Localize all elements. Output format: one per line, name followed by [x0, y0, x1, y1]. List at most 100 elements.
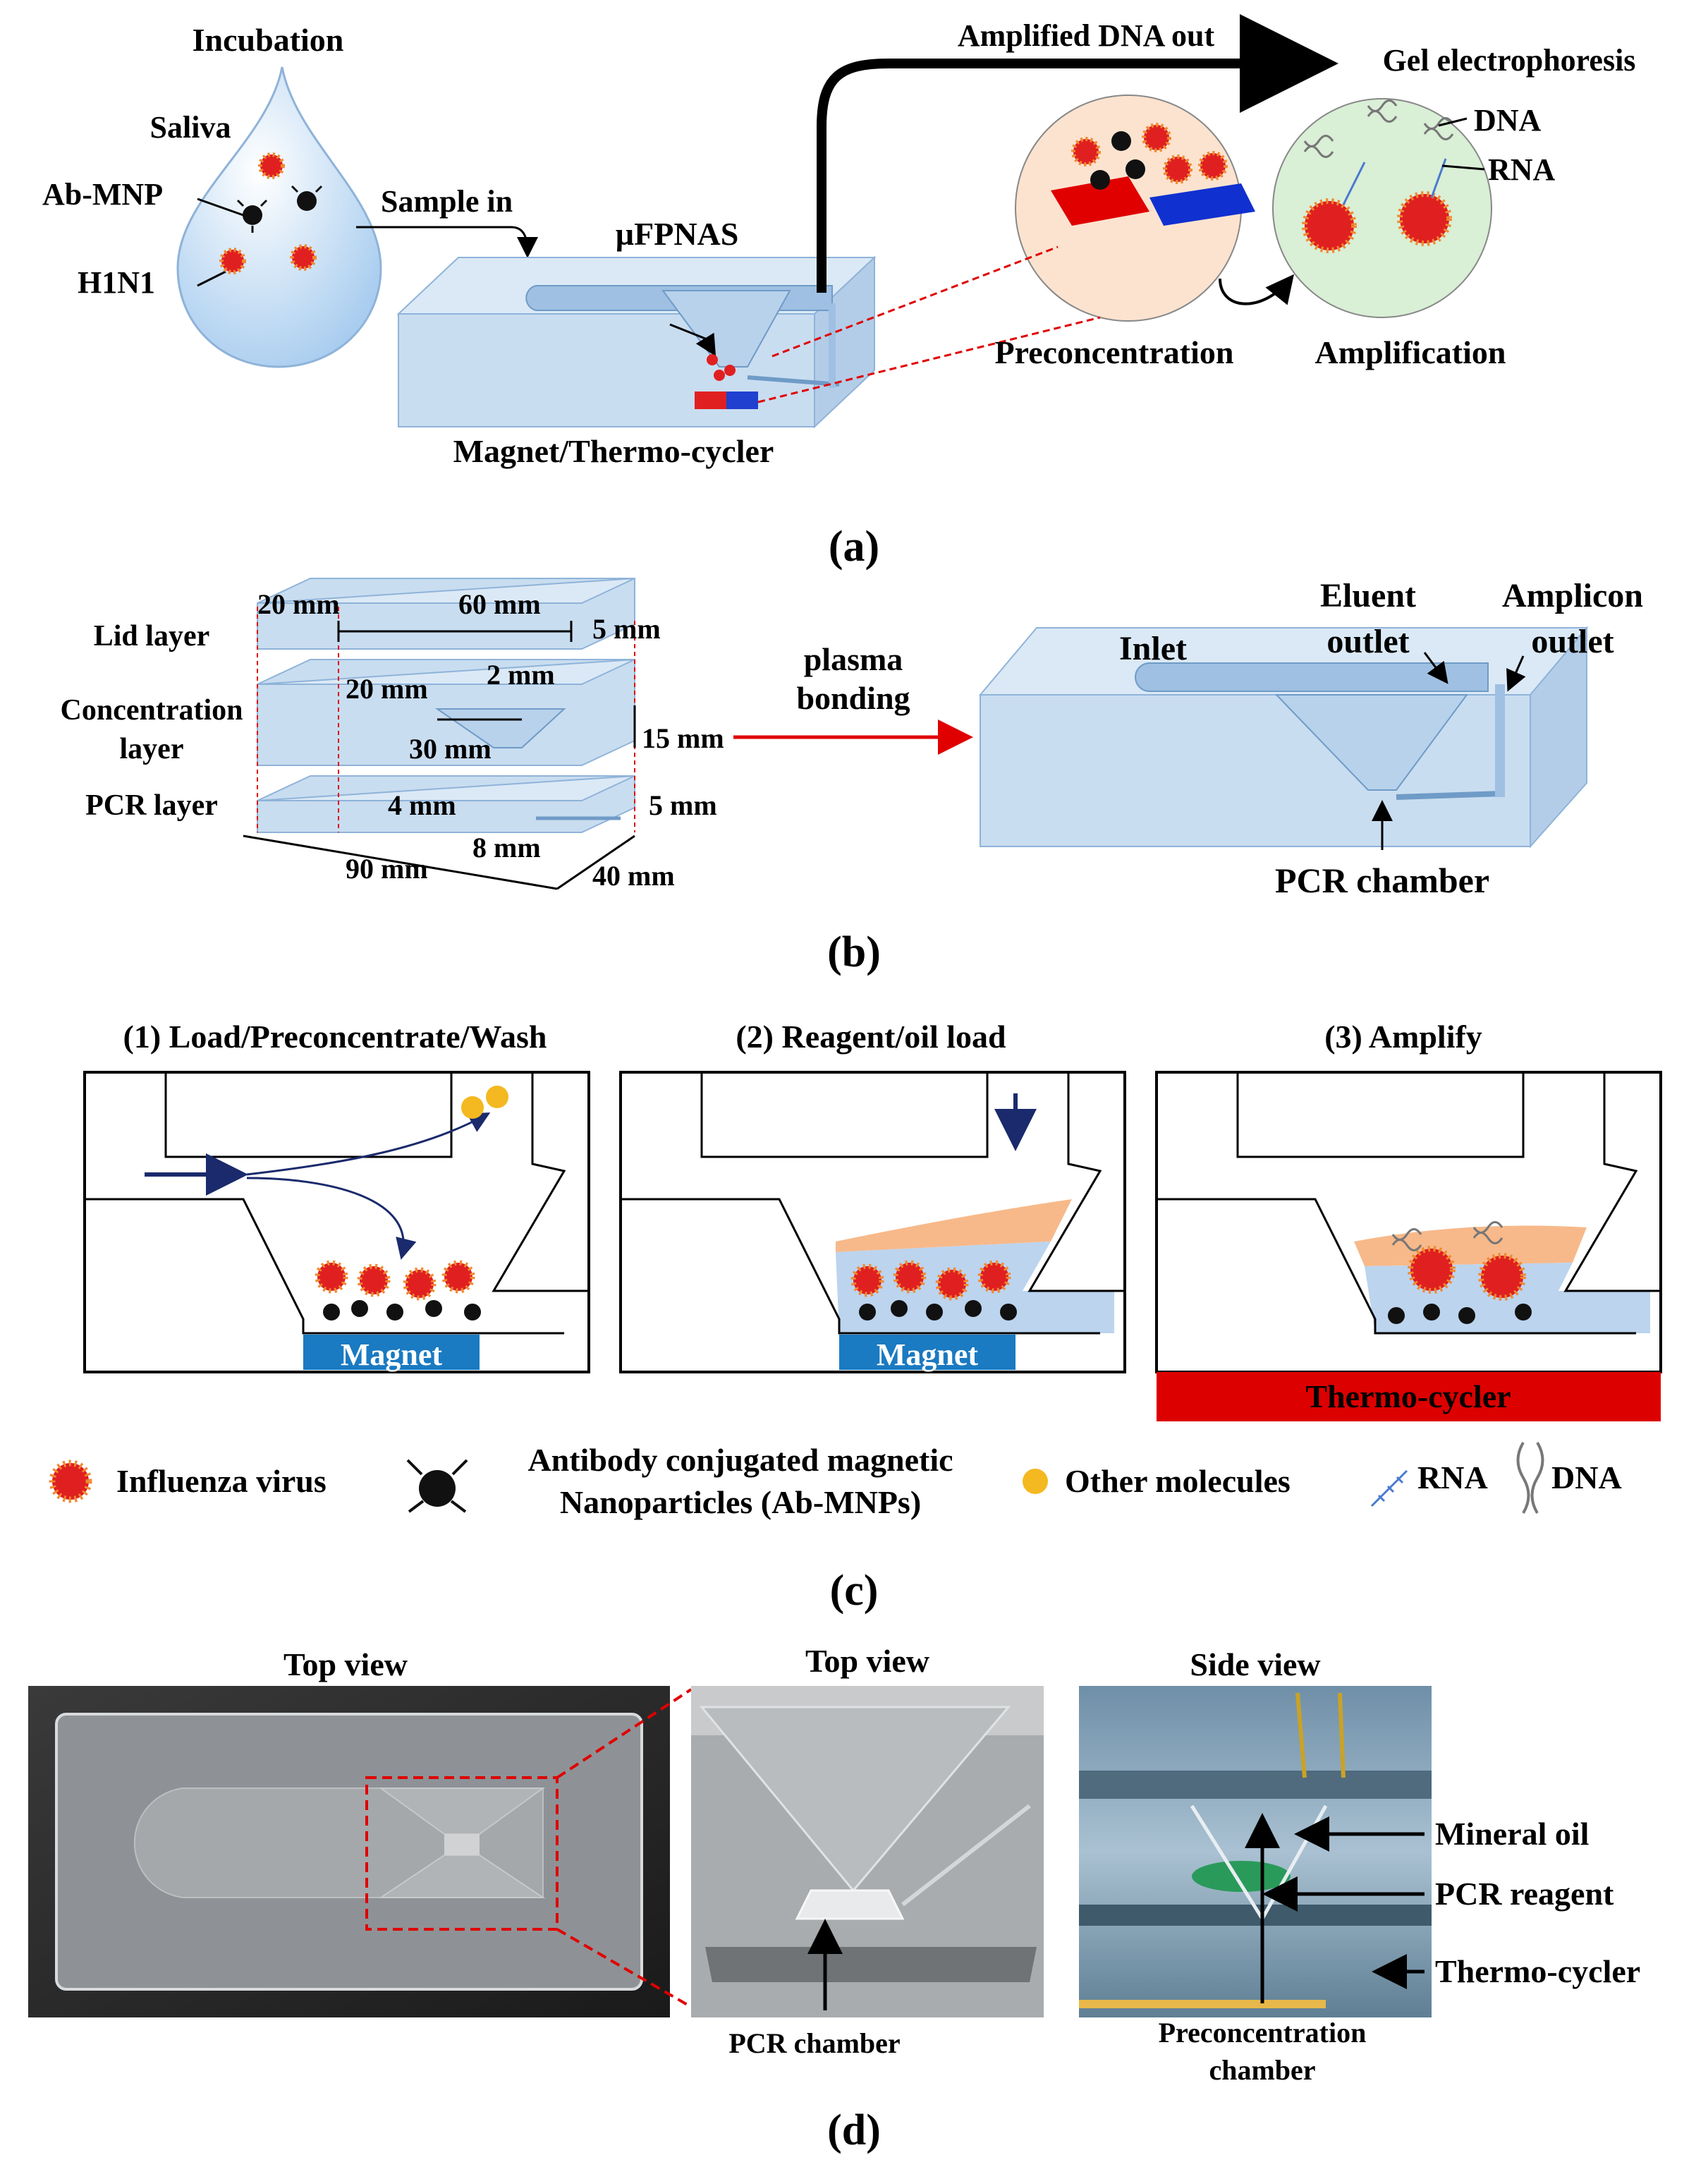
legend-rna: RNA: [1417, 1459, 1488, 1495]
label-ab-mnp: Ab-MNP: [42, 177, 163, 212]
leader-dna: [1438, 117, 1468, 127]
label-step2: (2) Reagent/oil load: [736, 1019, 1006, 1055]
photo-top-view-chip: [28, 1686, 670, 2017]
dim-20mm-b: 20 mm: [346, 673, 428, 705]
label-thermo-cycler-d: Thermo-cycler: [1435, 1953, 1640, 1989]
dim-4mm: 4 mm: [388, 789, 456, 821]
label-inlet: Inlet: [1119, 630, 1187, 667]
dim-90mm: 90 mm: [346, 853, 428, 885]
step2-diagram: [619, 1071, 1126, 1373]
label-magnet-1: Magnet: [341, 1337, 443, 1372]
label-amplified-dna-out: Amplified DNA out: [958, 18, 1215, 53]
dim-5mm-b: 5 mm: [649, 789, 717, 821]
label-dna: DNA: [1474, 103, 1542, 138]
label-pcr-chamber-b: PCR chamber: [1275, 861, 1489, 900]
label-plasma: plasma: [804, 641, 903, 677]
other-molecule-icon: [1023, 1469, 1048, 1494]
label-gel: Gel electrophoresis: [1383, 43, 1636, 78]
ab-mnp-icon: [406, 1459, 468, 1513]
arrow-sample-in: [356, 226, 538, 258]
magnet-1: [303, 1335, 480, 1370]
legend-other: Other molecules: [1065, 1463, 1291, 1499]
label-amplicon: Amplicon: [1502, 577, 1643, 614]
label-preconc-1: Preconcentration: [1159, 2017, 1367, 2048]
dna-icon: [1516, 1441, 1544, 1515]
arrow-into-chamber: [669, 323, 716, 357]
label-amplicon-outlet: outlet: [1531, 623, 1614, 660]
label-thermo-cycler-c: Thermo-cycler: [1305, 1378, 1511, 1414]
virus-icon: [707, 354, 718, 365]
label-pcr-layer: PCR layer: [85, 789, 218, 822]
panel-label-d: (d): [827, 2106, 881, 2154]
panel-label-b: (b): [827, 928, 881, 976]
label-top-view-2: Top view: [805, 1643, 929, 1679]
label-preconcentration: Preconcentration: [995, 334, 1234, 370]
preconcentration-zoom: [1015, 95, 1255, 322]
legend-virus: Influenza virus: [116, 1463, 327, 1499]
arrow-amplified-dna-out: [817, 14, 1338, 293]
magnet-blue: [726, 391, 758, 409]
panel-label-c: (c): [830, 1567, 879, 1615]
dim-8mm: 8 mm: [472, 832, 541, 863]
dim-2mm: 2 mm: [487, 659, 555, 691]
virus-icon: [714, 370, 725, 381]
arrow-precon-to-amp: [1219, 274, 1295, 305]
panel-d: Top view Top view Side view PCR chamber: [28, 1643, 1640, 2154]
label-pcr-chamber-d: PCR chamber: [728, 2027, 900, 2059]
label-lid-layer: Lid layer: [94, 620, 210, 652]
zoom-line-d2: [556, 1928, 693, 2008]
virus-icon: [219, 152, 317, 274]
leader-rna: [1441, 164, 1485, 171]
zoom-line-d1: [556, 1688, 693, 1779]
amplification-zoom: [1272, 98, 1492, 318]
assembled-chip: [978, 626, 1589, 849]
photo-top-view-chamber: [691, 1686, 1044, 2017]
zoom-line-1: [771, 245, 1059, 358]
label-pcr-reagent: PCR reagent: [1435, 1876, 1614, 1912]
magnet-2: [839, 1335, 1015, 1370]
rna-icon: [1370, 1469, 1408, 1507]
label-bonding: bonding: [796, 680, 910, 716]
label-magnet-thermo: Magnet/Thermo-cycler: [453, 433, 774, 469]
legend: Influenza virus Antibody conjugated magn…: [49, 1441, 1622, 1520]
legend-ab-2: Nanoparticles (Ab-MNPs): [560, 1484, 921, 1520]
panel-b: Lid layer Concentration layer PCR layer …: [61, 577, 1644, 976]
label-side-view: Side view: [1190, 1646, 1320, 1682]
leader-ab-mnp: [197, 198, 244, 217]
label-eluent-outlet: outlet: [1326, 623, 1409, 660]
label-concentration-layer-2: layer: [120, 733, 184, 765]
label-mineral-oil: Mineral oil: [1435, 1816, 1589, 1852]
dim-60mm: 60 mm: [458, 588, 541, 620]
chip-a: [396, 255, 877, 429]
label-concentration-layer-1: Concentration: [61, 694, 243, 727]
zoom-line-2: [757, 316, 1101, 403]
saliva-droplet: [176, 66, 382, 368]
legend-dna: DNA: [1551, 1459, 1622, 1495]
label-saliva: Saliva: [150, 110, 231, 145]
label-step3: (3) Amplify: [1324, 1019, 1482, 1055]
dim-30mm: 30 mm: [409, 733, 492, 765]
panel-c: (1) Load/Preconcentrate/Wash (2) Reagent…: [49, 1019, 1662, 1615]
thermo-cycler-bar: [1157, 1372, 1661, 1421]
leader-h1n1: [197, 270, 226, 287]
leader-amplicon: [1506, 655, 1526, 692]
virus-icon: [49, 1459, 92, 1503]
label-magnet-2: Magnet: [877, 1337, 979, 1372]
label-amplification: Amplification: [1315, 334, 1506, 370]
label-eluent: Eluent: [1320, 577, 1416, 614]
label-preconc-2: chamber: [1209, 2054, 1315, 2086]
label-device: µFPNAS: [616, 216, 739, 252]
step1-diagram: [83, 1071, 590, 1373]
label-top-view-1: Top view: [283, 1646, 408, 1682]
panel-label-a: (a): [829, 523, 879, 571]
leader-eluent: [1423, 652, 1448, 684]
step3-diagram: [1155, 1071, 1662, 1373]
dim-40mm: 40 mm: [592, 860, 675, 892]
label-rna: RNA: [1488, 152, 1556, 187]
ab-mnp-icon: [236, 185, 323, 233]
magnet-red: [695, 391, 726, 409]
dim-15mm: 15 mm: [642, 722, 724, 754]
photo-side-view: [1079, 1686, 1432, 2017]
virus-icon: [724, 365, 736, 376]
